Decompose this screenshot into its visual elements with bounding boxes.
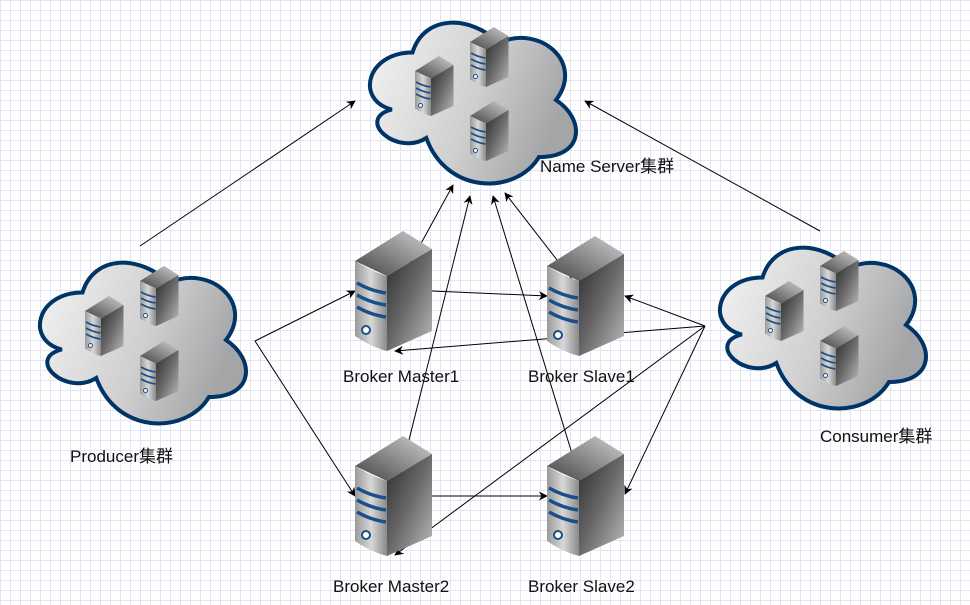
label-consumer: Consumer集群	[820, 427, 932, 446]
slave1-node[interactable]	[545, 234, 626, 358]
consumer-node[interactable]	[717, 245, 928, 411]
edge-consumer-to-slave1	[624, 294, 706, 327]
server-icon	[545, 434, 626, 558]
edge-consumer-to-master2	[394, 325, 706, 556]
label-producer: Producer集群	[70, 447, 173, 466]
master2-node[interactable]	[353, 434, 434, 558]
server-icon	[353, 434, 434, 558]
edge-slave2-to-nameserver	[491, 195, 586, 497]
slave2-node[interactable]	[545, 434, 626, 558]
server-icon	[545, 234, 626, 358]
edge-master1-to-slave1	[431, 290, 548, 301]
edge-producer-to-nameserver	[139, 100, 356, 247]
label-nameserver: Name Server集群	[540, 157, 674, 176]
edge-producer-to-master1	[254, 290, 356, 342]
label-slave2: Broker Slave2	[528, 577, 635, 596]
edge-producer-to-master2	[254, 340, 356, 497]
producer-node[interactable]	[37, 260, 248, 426]
edge-consumer-to-nameserver	[584, 100, 821, 232]
master1-node[interactable]	[353, 229, 434, 353]
label-master2: Broker Master2	[333, 577, 449, 596]
label-master1: Broker Master1	[343, 367, 459, 386]
edge-consumer-to-slave2	[624, 325, 706, 495]
label-slave1: Broker Slave1	[528, 367, 635, 386]
server-icon	[353, 229, 434, 353]
